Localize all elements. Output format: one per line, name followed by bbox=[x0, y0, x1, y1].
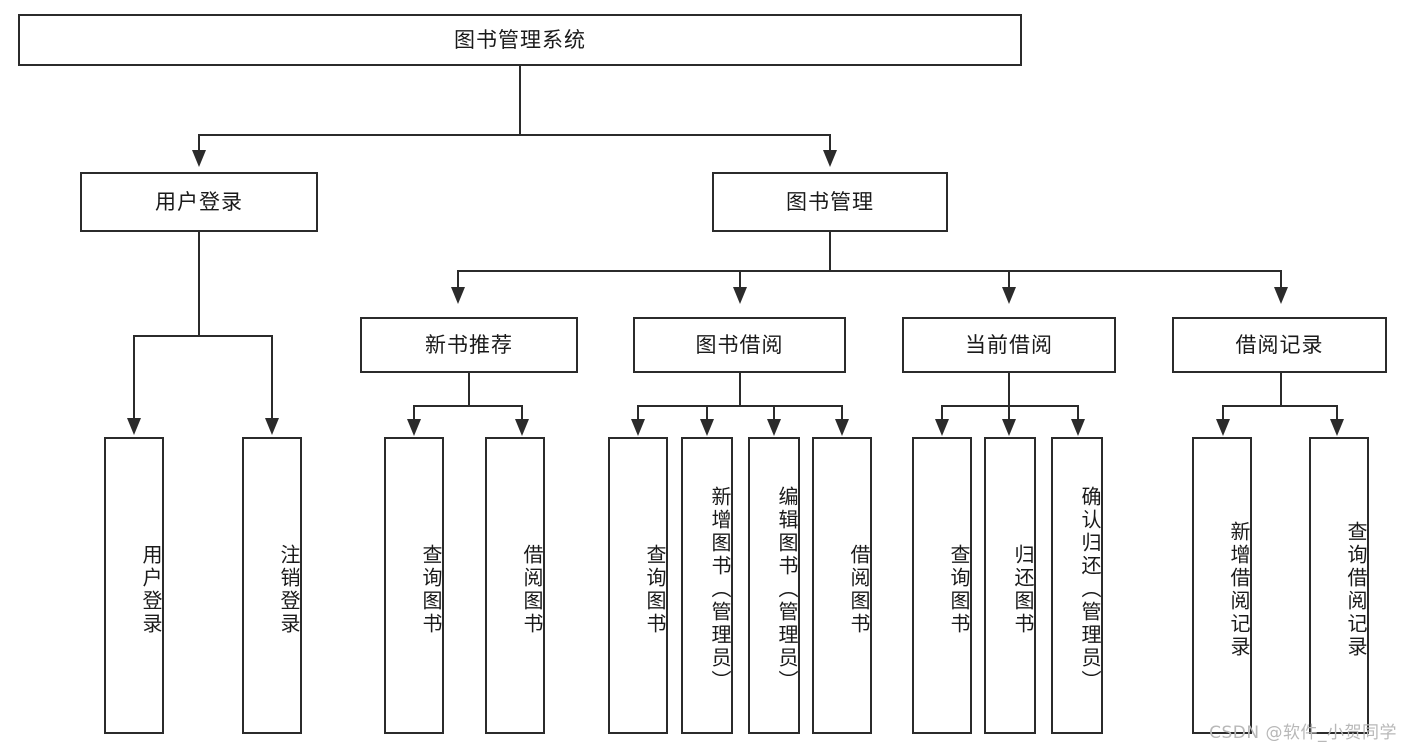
leaf-user-logout-label: 注销登录 bbox=[277, 543, 301, 636]
leaf-query-record[interactable]: 查询借阅记录 bbox=[1309, 437, 1369, 734]
leaf-edit-book-label: 编辑图书（管理员） bbox=[775, 486, 799, 693]
node-book-management-label: 图书管理 bbox=[786, 189, 874, 214]
leaf-return-book[interactable]: 归还图书 bbox=[984, 437, 1036, 734]
node-user-login[interactable]: 用户登录 bbox=[80, 172, 318, 232]
connector-book-borrow-c2 bbox=[706, 405, 708, 420]
watermark-text: CSDN @软件_小贺同学 bbox=[1209, 723, 1397, 743]
connector-book-borrow-stem bbox=[739, 373, 741, 407]
connector-book-borrow-c3 bbox=[773, 405, 775, 420]
connector-borrow-record-bar bbox=[1222, 405, 1338, 407]
leaf-user-login[interactable]: 用户登录 bbox=[104, 437, 164, 734]
node-new-book-recommend-label: 新书推荐 bbox=[425, 332, 513, 357]
node-current-borrow[interactable]: 当前借阅 bbox=[902, 317, 1116, 373]
arrow-to-leaf-query-record bbox=[1330, 419, 1344, 436]
connector-book-management-bar bbox=[457, 270, 1280, 272]
arrow-to-leaf-query-book-1 bbox=[407, 419, 421, 436]
connector-borrow-record-c2 bbox=[1336, 405, 1338, 420]
arrow-to-leaf-return-book bbox=[1002, 419, 1016, 436]
connector-book-borrow-c1 bbox=[637, 405, 639, 420]
leaf-query-book-1-label: 查询图书 bbox=[419, 543, 443, 636]
node-root[interactable]: 图书管理系统 bbox=[18, 14, 1022, 66]
node-borrow-record-label: 借阅记录 bbox=[1235, 332, 1324, 357]
connector-root-stem bbox=[519, 66, 521, 135]
connector-bm-to-current-borrow bbox=[1008, 270, 1010, 288]
node-borrow-record[interactable]: 借阅记录 bbox=[1172, 317, 1387, 373]
arrow-to-leaf-user-logout bbox=[265, 418, 279, 435]
connector-new-book-stem bbox=[468, 373, 470, 407]
connector-bm-to-borrow-record bbox=[1280, 270, 1282, 288]
node-book-management[interactable]: 图书管理 bbox=[712, 172, 948, 232]
connector-book-borrow-bar bbox=[637, 405, 843, 407]
node-book-borrow-label: 图书借阅 bbox=[695, 332, 784, 357]
arrow-to-leaf-add-book bbox=[700, 419, 714, 436]
connector-new-book-c2 bbox=[521, 405, 523, 420]
leaf-return-book-label: 归还图书 bbox=[1011, 543, 1035, 636]
connector-user-login-stem bbox=[198, 232, 200, 336]
connector-book-borrow-c4 bbox=[841, 405, 843, 420]
arrow-to-borrow-record bbox=[1274, 287, 1288, 304]
connector-book-management-stem bbox=[829, 232, 831, 271]
arrow-to-leaf-query-book-2 bbox=[631, 419, 645, 436]
leaf-borrow-book-1[interactable]: 借阅图书 bbox=[485, 437, 545, 734]
leaf-borrow-book-2-label: 借阅图书 bbox=[847, 543, 871, 636]
leaf-confirm-return[interactable]: 确认归还（管理员） bbox=[1051, 437, 1103, 734]
arrow-to-book-borrow bbox=[733, 287, 747, 304]
leaf-query-book-3[interactable]: 查询图书 bbox=[912, 437, 972, 734]
leaf-query-record-label: 查询借阅记录 bbox=[1344, 520, 1368, 659]
leaf-edit-book[interactable]: 编辑图书（管理员） bbox=[748, 437, 800, 734]
leaf-query-book-3-label: 查询图书 bbox=[947, 543, 971, 636]
leaf-add-record-label: 新增借阅记录 bbox=[1227, 520, 1251, 659]
leaf-add-record[interactable]: 新增借阅记录 bbox=[1192, 437, 1252, 734]
connector-new-book-bar bbox=[413, 405, 523, 407]
arrow-to-leaf-add-record bbox=[1216, 419, 1230, 436]
node-new-book-recommend[interactable]: 新书推荐 bbox=[360, 317, 578, 373]
leaf-borrow-book-1-label: 借阅图书 bbox=[520, 543, 544, 636]
arrow-to-leaf-edit-book bbox=[767, 419, 781, 436]
leaf-borrow-book-2[interactable]: 借阅图书 bbox=[812, 437, 872, 734]
connector-user-login-right bbox=[271, 335, 273, 419]
connector-current-borrow-bar bbox=[941, 405, 1079, 407]
arrow-to-leaf-query-book-3 bbox=[935, 419, 949, 436]
connector-bm-to-new-book bbox=[457, 270, 459, 288]
connector-borrow-record-stem bbox=[1280, 373, 1282, 407]
arrow-to-leaf-borrow-book-2 bbox=[835, 419, 849, 436]
arrow-root-to-user-login bbox=[192, 150, 206, 167]
node-root-label: 图书管理系统 bbox=[454, 27, 586, 52]
leaf-user-logout[interactable]: 注销登录 bbox=[242, 437, 302, 734]
connector-new-book-c1 bbox=[413, 405, 415, 420]
arrow-to-leaf-confirm-return bbox=[1071, 419, 1085, 436]
connector-user-login-left bbox=[133, 335, 135, 419]
leaf-add-book[interactable]: 新增图书（管理员） bbox=[681, 437, 733, 734]
node-book-borrow[interactable]: 图书借阅 bbox=[633, 317, 846, 373]
connector-current-borrow-c1 bbox=[941, 405, 943, 420]
leaf-query-book-1[interactable]: 查询图书 bbox=[384, 437, 444, 734]
arrow-to-leaf-borrow-book-1 bbox=[515, 419, 529, 436]
connector-current-borrow-c3 bbox=[1077, 405, 1079, 420]
connector-borrow-record-c1 bbox=[1222, 405, 1224, 420]
leaf-add-book-label: 新增图书（管理员） bbox=[708, 486, 732, 693]
node-user-login-label: 用户登录 bbox=[155, 189, 243, 214]
arrow-to-leaf-user-login bbox=[127, 418, 141, 435]
connector-root-to-user-login bbox=[198, 134, 200, 152]
connector-current-borrow-stem bbox=[1008, 373, 1010, 407]
leaf-user-login-label: 用户登录 bbox=[139, 543, 163, 636]
leaf-query-book-2-label: 查询图书 bbox=[643, 543, 667, 636]
connector-root-to-book-management bbox=[829, 134, 831, 152]
connector-user-login-bar bbox=[133, 335, 273, 337]
leaf-confirm-return-label: 确认归还（管理员） bbox=[1078, 486, 1102, 693]
arrow-to-current-borrow bbox=[1002, 287, 1016, 304]
node-current-borrow-label: 当前借阅 bbox=[965, 332, 1053, 357]
connector-current-borrow-c2 bbox=[1008, 405, 1010, 420]
arrow-to-new-book-recommend bbox=[451, 287, 465, 304]
connector-root-bar bbox=[198, 134, 831, 136]
leaf-query-book-2[interactable]: 查询图书 bbox=[608, 437, 668, 734]
connector-bm-to-book-borrow bbox=[739, 270, 741, 288]
arrow-root-to-book-management bbox=[823, 150, 837, 167]
